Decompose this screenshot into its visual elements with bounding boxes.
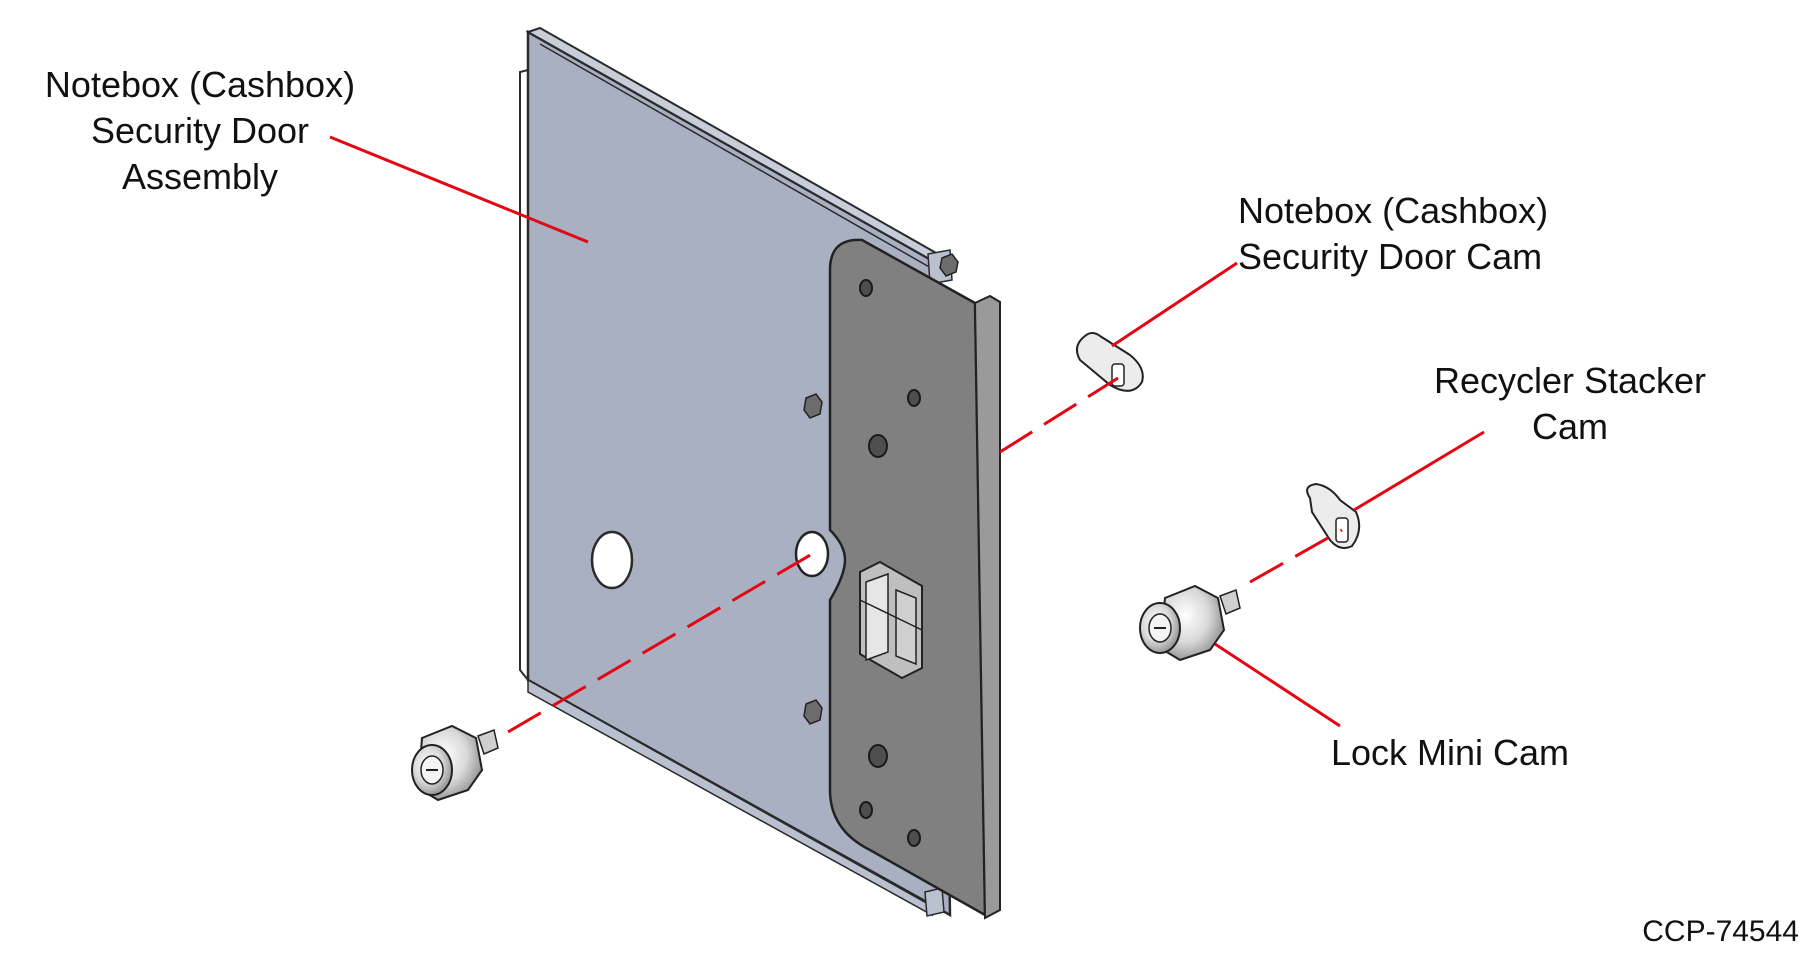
callout-line: Notebox (Cashbox)	[1238, 190, 1549, 231]
figure-id: CCP-74544	[1642, 915, 1799, 948]
leader-lines	[329, 135, 1485, 728]
leader-security-door-cam	[1111, 261, 1238, 348]
callout-security-door-assembly: Notebox (Cashbox) Security Door Assembly	[40, 62, 360, 200]
callout-line: Security Door	[90, 110, 310, 151]
mounting-plate	[794, 238, 1001, 920]
callout-line: Assembly	[121, 156, 279, 197]
callout-lock-mini-cam: Lock Mini Cam	[1320, 730, 1580, 776]
leader-recycler-stacker-cam	[1353, 430, 1485, 512]
callout-security-door-cam: Notebox (Cashbox) Security Door Cam	[1238, 188, 1558, 280]
lock-mini-cam-right	[1139, 584, 1241, 662]
callout-line: Security Door Cam	[1238, 236, 1543, 277]
callout-recycler-stacker-cam: Recycler Stacker Cam	[1430, 358, 1710, 450]
leader-door-assembly	[329, 135, 589, 244]
panel-hole	[590, 530, 634, 590]
recycler-stacker-cam	[1306, 482, 1361, 549]
callout-line: Lock Mini Cam	[1330, 732, 1570, 773]
callout-line: Notebox (Cashbox)	[44, 64, 356, 105]
leader-lock-mini-cam	[1214, 642, 1341, 728]
callout-line: Cam	[1531, 406, 1608, 447]
lock-mini-cam-left	[411, 724, 499, 802]
assembly-path-lines	[507, 376, 1343, 734]
latch	[859, 560, 923, 680]
callout-line: Recycler Stacker	[1433, 360, 1707, 401]
